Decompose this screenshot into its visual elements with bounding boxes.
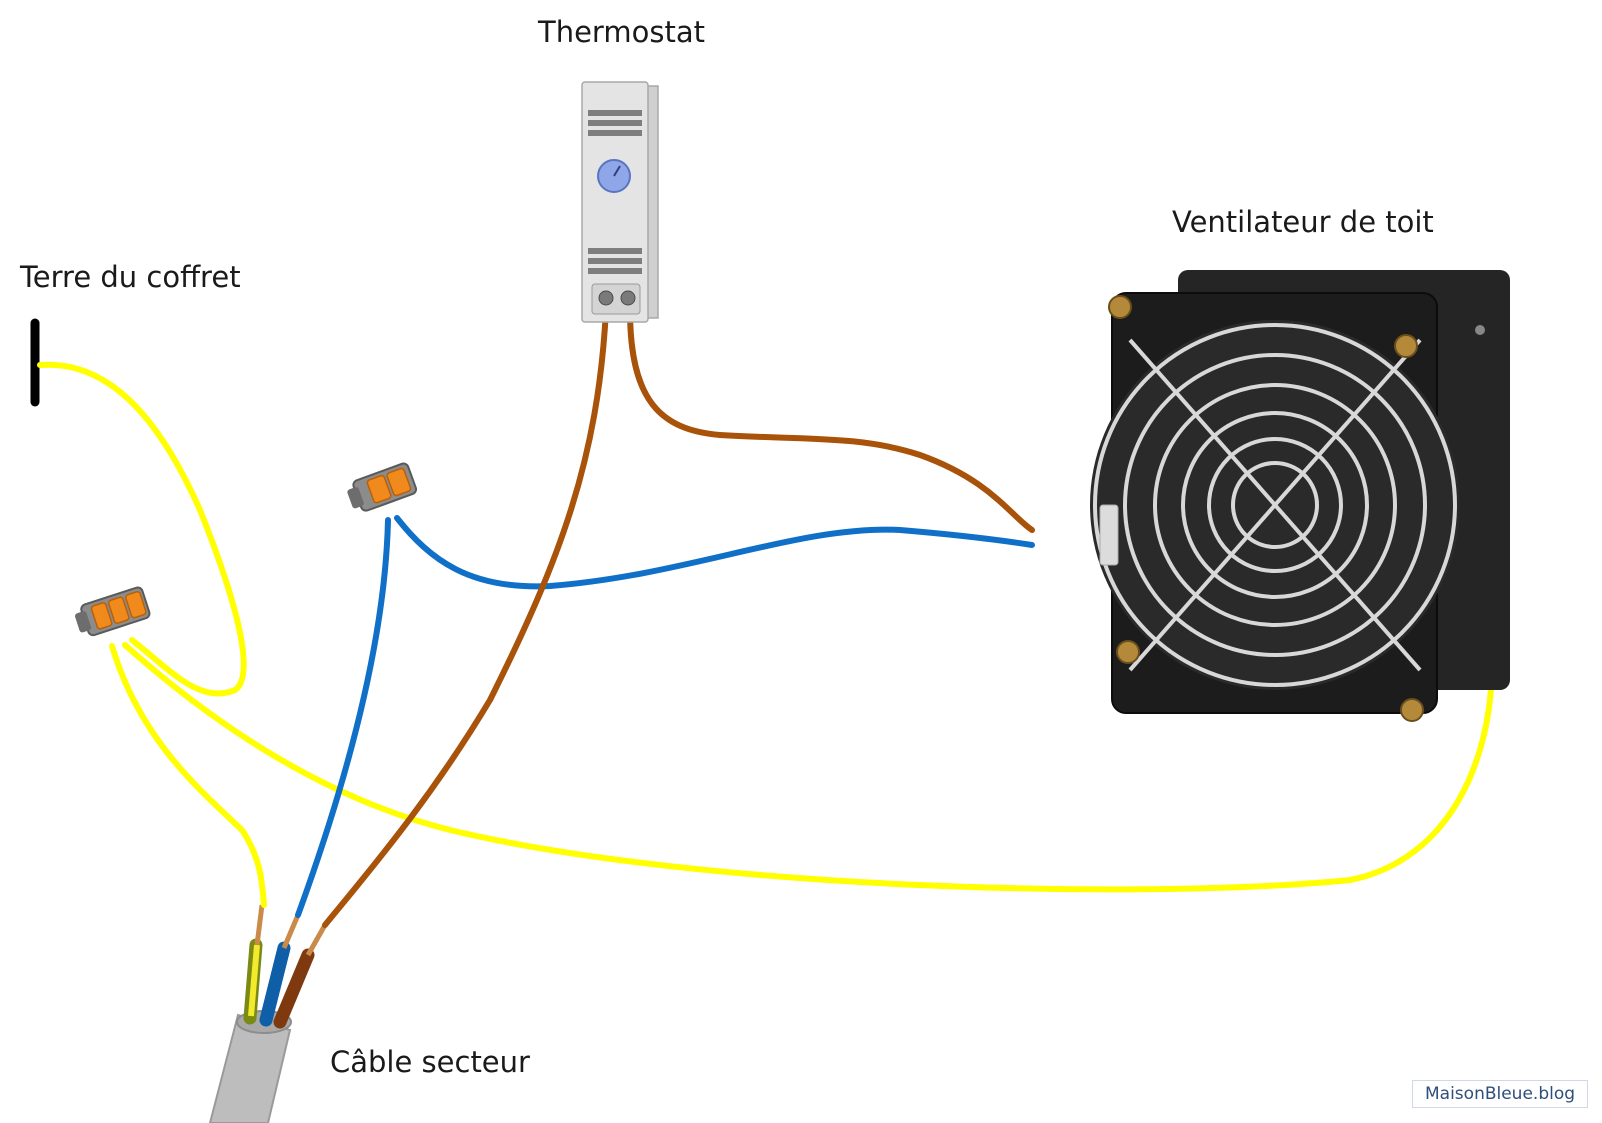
wago-connector-3-way-icon [75,586,151,637]
wago-connector-2-way-icon [347,462,418,512]
thermostat-label: Thermostat [538,15,705,49]
neutral-wire-to-cable [295,517,391,918]
watermark: MaisonBleue.blog [1412,1080,1589,1109]
cable-secteur-label: Câble secteur [330,1045,530,1079]
phase-wire-to-fan [627,307,1035,533]
earth-wire-to-cable [109,643,267,908]
thermostat-icon [581,81,659,323]
neutral-wires [295,515,1035,918]
earth-wires [37,361,1495,908]
phase-wires [322,307,1035,928]
neutral-wire-to-fan [394,515,1035,590]
mains-cable-icon [208,904,328,1123]
earth-wire-to-ground-bar [37,361,247,697]
earth-wire-to-fan [122,642,1495,893]
phase-wire-to-cable [322,307,609,928]
fan-icon [1090,270,1510,722]
ventilateur-label: Ventilateur de toit [1172,205,1434,239]
terre-du-coffret-label: Terre du coffret [20,260,241,294]
